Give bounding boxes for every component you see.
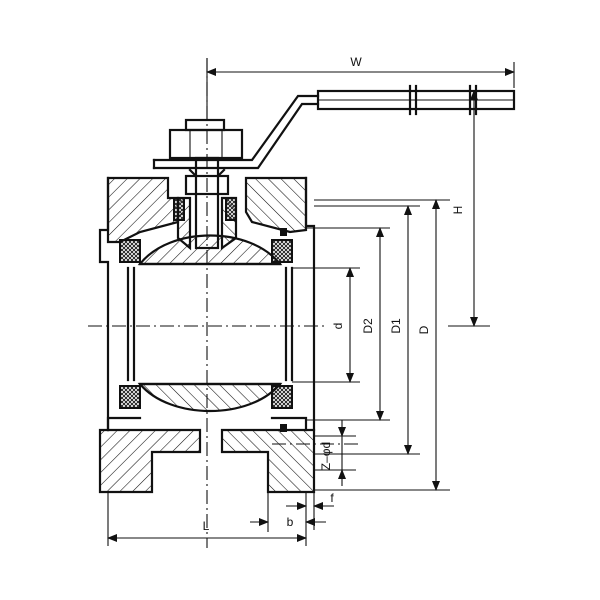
dim-label-L: L bbox=[203, 519, 210, 533]
dim-label-W: W bbox=[350, 55, 362, 69]
dim-label-d: d bbox=[331, 323, 345, 330]
ball bbox=[126, 234, 294, 413]
seat-seals bbox=[119, 197, 293, 432]
stem-nut bbox=[168, 118, 244, 160]
dim-label-D1: D1 bbox=[389, 318, 403, 334]
lever-handle bbox=[152, 84, 516, 170]
dim-label-Z-phi-d: Z–φd bbox=[319, 442, 333, 470]
dim-label-D2: D2 bbox=[361, 318, 375, 334]
valve-body bbox=[98, 176, 316, 494]
dim-label-f: f bbox=[330, 491, 334, 505]
dim-label-D: D bbox=[417, 325, 431, 334]
centerlines bbox=[88, 58, 362, 548]
dim-label-b: b bbox=[287, 515, 294, 529]
dimensions bbox=[107, 58, 515, 546]
dim-label-H: H bbox=[451, 206, 465, 215]
